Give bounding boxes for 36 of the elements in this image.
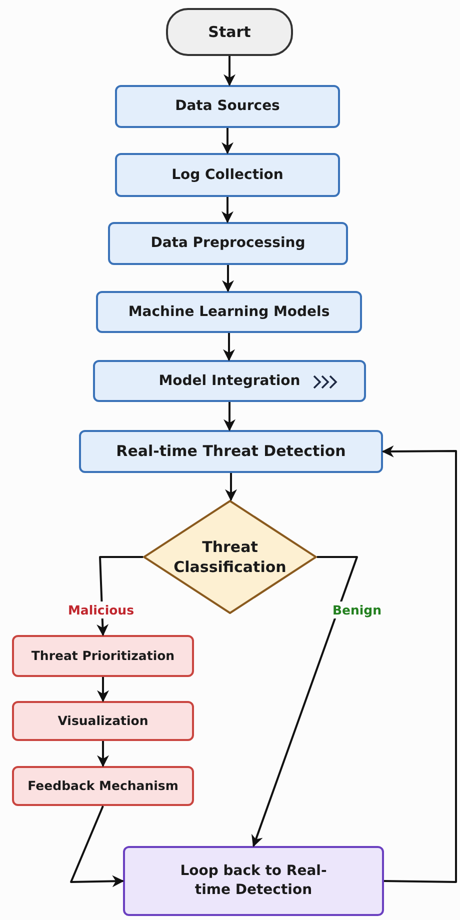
arrow	[97, 677, 109, 702]
arrow	[224, 402, 236, 432]
node-label: Visualization	[58, 712, 148, 730]
arrow	[222, 197, 234, 224]
arrow	[97, 741, 109, 768]
arrow	[222, 265, 234, 292]
process-box	[79, 430, 383, 473]
start-terminal	[166, 8, 293, 56]
node-label: Data Preprocessing	[150, 234, 306, 253]
process-box	[123, 846, 384, 916]
node-label: Threat Prioritization	[31, 648, 175, 664]
arrow	[382, 445, 457, 883]
process-box	[93, 360, 366, 402]
node-label: Real-time Threat Detection	[116, 441, 346, 462]
process-box	[12, 635, 194, 677]
process-box	[115, 153, 340, 197]
process-box	[12, 766, 194, 806]
node-label: Log Collection	[172, 166, 284, 184]
node-label: Machine Learning Models	[128, 302, 330, 322]
arrow	[224, 56, 236, 86]
process-box	[115, 85, 340, 128]
node-label: Model Integration	[158, 372, 300, 390]
node-label: Threat Classification	[174, 536, 286, 578]
arrow	[225, 473, 237, 502]
node-label: Loop back to Real-time Detection	[179, 862, 328, 900]
process-box	[12, 701, 194, 741]
node-label: Feedback Mechanism	[28, 778, 178, 794]
node-label: Start	[208, 22, 251, 42]
arrow	[223, 333, 235, 362]
process-box	[108, 222, 348, 265]
decision-diamond	[143, 500, 317, 614]
arrow	[252, 556, 358, 848]
arrow	[222, 128, 234, 154]
node-label: Data Sources	[175, 97, 280, 116]
arrow	[70, 806, 124, 888]
process-box	[96, 291, 362, 333]
